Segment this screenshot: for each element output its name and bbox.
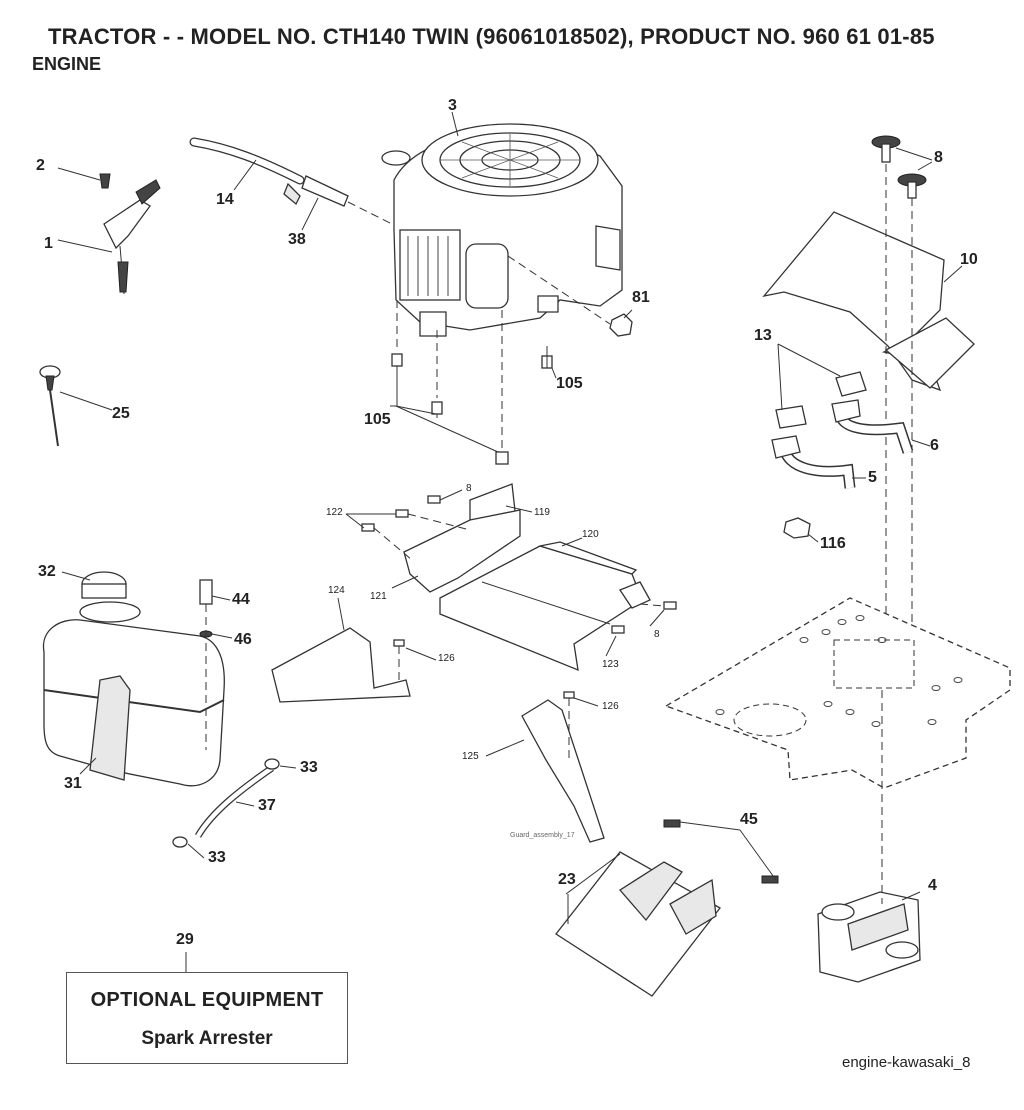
callout-105-bottom: 105 bbox=[364, 411, 391, 428]
nut-part bbox=[609, 313, 633, 337]
callout-8-bracket: 8 bbox=[466, 483, 472, 494]
dipstick-part bbox=[39, 365, 61, 447]
skid-plate-part bbox=[555, 819, 779, 997]
diagram-reference: engine-kawasaki_8 bbox=[842, 1054, 971, 1071]
fuel-tank-part bbox=[42, 571, 225, 787]
callout-2: 2 bbox=[36, 157, 45, 174]
callout-32: 32 bbox=[38, 563, 56, 580]
callout-120: 120 bbox=[582, 529, 599, 540]
callout-123: 123 bbox=[602, 659, 619, 670]
fuel-hose-clamp-part bbox=[172, 758, 280, 848]
callout-37: 37 bbox=[258, 797, 276, 814]
engine-mount-bracket-part bbox=[403, 483, 651, 672]
callout-116: 116 bbox=[820, 535, 846, 552]
callout-124: 124 bbox=[328, 585, 345, 596]
guard-assembly-note: Guard_assembly_17 bbox=[510, 832, 575, 839]
optional-equipment-box: OPTIONAL EQUIPMENT Spark Arrester bbox=[66, 972, 348, 1064]
engine-part bbox=[381, 123, 623, 337]
callout-45: 45 bbox=[740, 811, 758, 828]
callout-126-bottom: 126 bbox=[602, 701, 619, 712]
exhaust-pipe-part bbox=[771, 371, 914, 539]
fuel-hose-part bbox=[189, 137, 349, 207]
callout-31: 31 bbox=[64, 775, 82, 792]
callout-126-top: 126 bbox=[438, 653, 455, 664]
callout-14: 14 bbox=[216, 191, 234, 208]
throttle-control-part bbox=[99, 173, 161, 295]
callout-25: 25 bbox=[112, 405, 130, 422]
callout-3: 3 bbox=[448, 97, 457, 114]
optional-equipment-title: OPTIONAL EQUIPMENT bbox=[90, 989, 324, 1011]
callout-122: 122 bbox=[326, 507, 343, 518]
callout-81: 81 bbox=[632, 289, 650, 306]
callout-119: 119 bbox=[534, 507, 550, 518]
callout-1: 1 bbox=[44, 235, 53, 252]
callout-33-bottom: 33 bbox=[208, 849, 226, 866]
callout-44: 44 bbox=[232, 591, 250, 608]
callout-29: 29 bbox=[176, 931, 194, 948]
frame-plate-part bbox=[664, 597, 1011, 789]
callout-8-right: 8 bbox=[654, 629, 660, 640]
spark-arrester-label: Spark Arrester bbox=[141, 1028, 273, 1049]
callout-105-top: 105 bbox=[556, 375, 583, 392]
callout-46: 46 bbox=[234, 631, 252, 648]
muffler-part bbox=[817, 891, 921, 983]
callout-8-top: 8 bbox=[934, 149, 943, 166]
callout-38: 38 bbox=[288, 231, 306, 248]
callout-10: 10 bbox=[960, 251, 978, 268]
engine-bolt-part bbox=[391, 346, 553, 465]
callout-5: 5 bbox=[868, 469, 877, 486]
callout-125: 125 bbox=[462, 751, 479, 762]
callout-23: 23 bbox=[558, 871, 576, 888]
callout-13: 13 bbox=[754, 327, 772, 344]
callout-6: 6 bbox=[930, 437, 939, 454]
section-title: ENGINE bbox=[32, 54, 102, 74]
diagram-title: TRACTOR - - MODEL NO. CTH140 TWIN (96061… bbox=[48, 24, 935, 49]
callout-4: 4 bbox=[928, 877, 937, 894]
callout-33-top: 33 bbox=[300, 759, 318, 776]
callout-121: 121 bbox=[370, 591, 387, 602]
heat-shield-part bbox=[762, 135, 975, 392]
guard-part bbox=[271, 627, 605, 843]
